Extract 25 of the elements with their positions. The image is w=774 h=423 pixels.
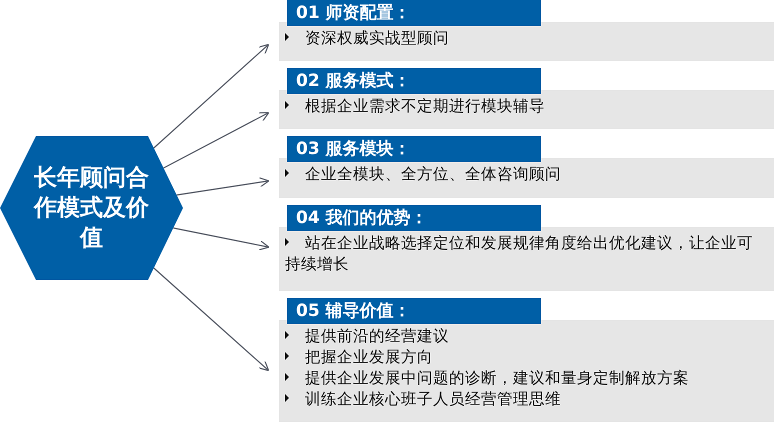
arrow <box>153 268 270 372</box>
bullet-text: 训练企业核心班子人员经营管理思维 <box>285 389 768 410</box>
section-heading: 01 师资配置： <box>287 0 541 26</box>
arrow <box>163 112 270 169</box>
bullet-text: 把握企业发展方向 <box>285 347 768 368</box>
bullet-text: 根据企业需求不定期进行模块辅导 <box>285 96 768 117</box>
hexagon-shape <box>0 136 183 280</box>
section-panel <box>279 136 774 198</box>
section-heading: 05 辅导价值： <box>287 298 541 324</box>
arrow <box>173 227 270 250</box>
bullet-text: 提供前沿的经营建议 <box>285 326 768 347</box>
bullet-text: 站在企业战略选择定位和发展规律角度给出优化建议，让企业可持续增长 <box>285 233 768 275</box>
section-panel <box>279 68 774 129</box>
bullet-text: 提供企业发展中问题的诊断，建议和量身定制解放方案 <box>285 368 768 389</box>
section-panel <box>279 298 774 422</box>
bullet-text: 资深权威实战型顾问 <box>285 28 768 49</box>
section-panel <box>279 205 774 291</box>
bullet-text: 企业全模块、全方位、全体咨询顾问 <box>285 164 768 185</box>
section-heading: 02 服务模式： <box>287 68 541 94</box>
section-heading: 03 服务模块： <box>287 136 541 162</box>
arrow <box>153 44 270 148</box>
arrow <box>176 177 270 196</box>
section-heading: 04 我们的优势： <box>287 205 541 231</box>
hexagon-title: 长年顾问合作模式及价值 <box>32 164 150 253</box>
section-panel <box>279 0 774 61</box>
